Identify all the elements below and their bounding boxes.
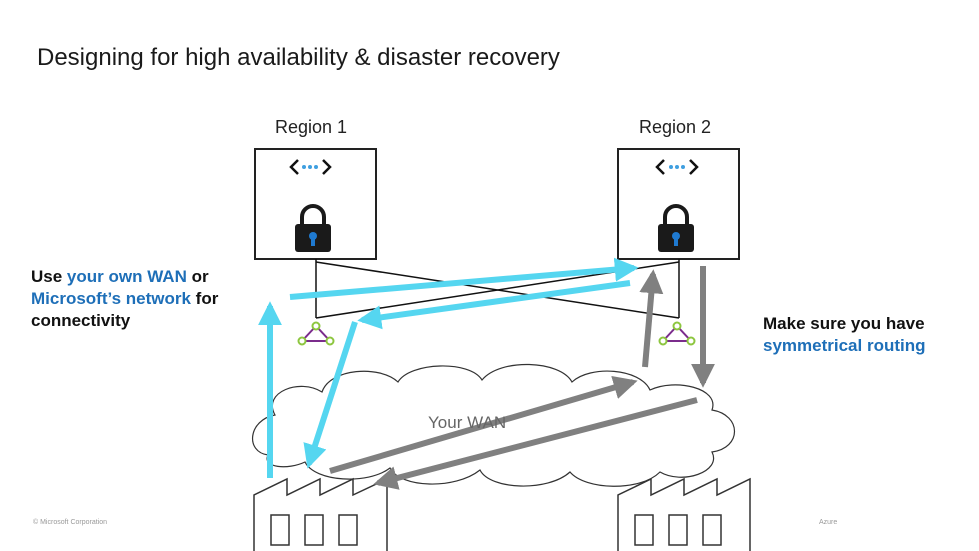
region-2-peering-icon <box>655 159 699 175</box>
left-callout-text: or <box>186 267 209 286</box>
left-callout-text: Use <box>31 267 67 286</box>
left-callout-highlight: your own WAN <box>66 267 187 286</box>
gray-arrow-up-region2 <box>639 269 664 368</box>
region-1-label: Region 1 <box>275 117 348 137</box>
region-1-gateway-box <box>254 148 377 260</box>
gray-arrow-building1-to-wan <box>329 375 638 474</box>
cyan-arrow-down-left <box>303 321 358 469</box>
left-callout-highlight: Microsoft’s network <box>31 289 191 308</box>
cyan-arrow-to-router1 <box>357 280 631 330</box>
page-title: Designing for high availability & disast… <box>37 44 560 71</box>
wan-label: Your WAN <box>428 413 507 432</box>
left-callout: Use your own WAN or Microsoft’s network … <box>31 266 218 332</box>
left-callout-text: for <box>190 289 219 308</box>
region-1-router-icon <box>297 321 335 346</box>
region-2-lock-icon <box>658 204 694 252</box>
gray-arrows <box>329 266 715 490</box>
branch-building-2 <box>617 477 751 551</box>
region-2-router-icon <box>658 321 696 346</box>
footer-brand: Azure <box>819 519 838 526</box>
region-2-gateway-box <box>617 148 740 260</box>
region-2-label: Region 2 <box>639 117 712 137</box>
gray-arrow-wan-to-building1 <box>373 397 698 490</box>
cyan-arrows <box>258 257 639 478</box>
right-callout-text: Make sure you have <box>763 314 925 333</box>
branch-building-1 <box>253 477 388 551</box>
right-callout: Make sure you have symmetrical routing <box>763 313 926 357</box>
footer-copyright: © Microsoft Corporation <box>33 519 108 526</box>
left-callout-text: connectivity <box>31 311 131 330</box>
right-callout-highlight: symmetrical routing <box>763 336 926 355</box>
cyan-arrow-to-region2 <box>289 257 639 300</box>
region-1-peering-icon <box>289 159 332 175</box>
region-1-lock-icon <box>295 204 331 252</box>
